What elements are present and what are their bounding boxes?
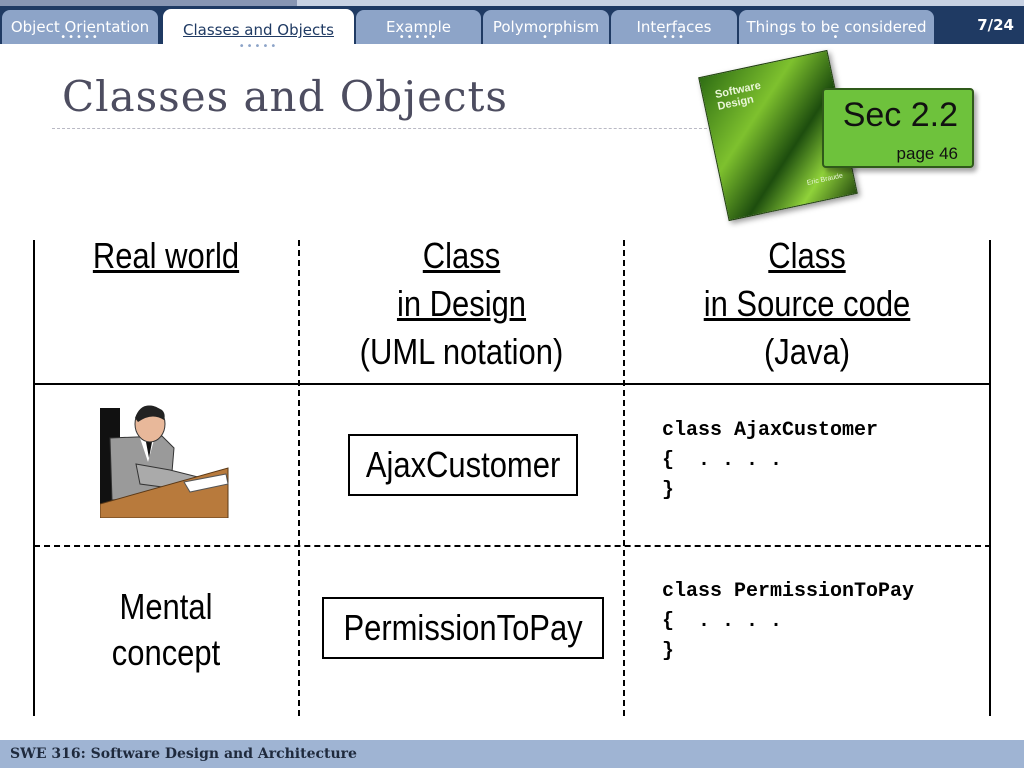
tab-example[interactable]: Example ••••• [356,10,481,44]
mental-line1: Mental [119,586,213,627]
section-reference-banner: Sec 2.2 page 46 [822,88,974,168]
mental-line2: concept [111,632,221,673]
businessman-clipart [100,405,229,518]
page-reference: page 46 [896,144,958,163]
header-source-line1: Class [768,235,846,276]
code-line: } [662,479,675,502]
tab-slide-dots: • [542,32,550,43]
table-border-left [33,240,35,716]
tab-polymorphism[interactable]: Polymorphism • [483,10,609,44]
tab-slide-dots: ••••• [398,32,439,43]
progress-track [0,0,1024,6]
table-border-right [989,240,991,716]
uml-class-name: AjaxCustomer [365,444,561,485]
header-class-in-design: Class in Design (UML notation) [323,232,601,376]
code-line: } [662,640,675,663]
code-line: class AjaxCustomer [662,419,879,442]
table-column-divider [298,240,300,716]
book-author: Eric Braude [806,172,844,187]
uml-class-box-permissiontopay: PermissionToPay [322,597,604,659]
tab-slide-dots: ••• [662,32,686,43]
code-line: { . . . . [662,610,783,633]
tab-label: Example [385,18,452,36]
table-row-divider [34,545,991,547]
tab-slide-dots: ••••• [238,41,279,52]
tab-label: Classes and Objects [183,21,334,39]
java-code-ajaxcustomer: class AjaxCustomer { . . . . } [662,416,878,506]
slide-title: Classes and Objects [62,72,508,121]
uml-class-name: PermissionToPay [343,607,583,648]
tab-interfaces[interactable]: Interfaces ••• [611,10,737,44]
code-line: class PermissionToPay [662,580,915,603]
header-design-line2: in Design [396,283,527,324]
header-source-line2: in Source code [703,283,911,324]
tab-slide-dots: • [832,32,841,43]
tab-label: Polymorphism [492,18,600,36]
header-source-line3: (Java) [763,331,851,372]
java-code-permissiontopay: class PermissionToPay { . . . . } [662,577,914,667]
code-line: { . . . . [662,449,783,472]
header-design-line1: Class [422,235,501,276]
title-divider [52,128,712,129]
table-column-divider [623,240,625,716]
header-design-line3: (UML notation) [359,331,564,372]
section-navbar: Object Orientation ••••• Classes and Obj… [0,6,1024,52]
book-title: Software Design [714,80,764,113]
mental-concept-label: Mental concept [52,584,279,676]
tab-object-orientation[interactable]: Object Orientation ••••• [2,10,158,44]
header-class-in-source: Class in Source code (Java) [650,232,963,376]
tab-label: Things to be considered [746,18,927,36]
uml-class-box-ajaxcustomer: AjaxCustomer [348,434,578,496]
course-title: SWE 316: Software Design and Architectur… [10,746,357,762]
header-real-world-label: Real world [92,235,240,276]
footer-bar: SWE 316: Software Design and Architectur… [0,740,1024,768]
tab-slide-dots: ••••• [60,32,100,43]
tab-classes-and-objects[interactable]: Classes and Objects ••••• [163,9,354,52]
table-header-divider [34,383,991,385]
section-number: Sec 2.2 [842,96,958,134]
tab-label: Object Orientation [10,18,150,36]
page-counter: 7/24 [977,16,1014,34]
progress-fill [0,0,297,6]
tab-things-to-be-considered[interactable]: Things to be considered • [739,10,934,44]
header-real-world: Real world [52,232,279,280]
tab-label: Interfaces [636,18,712,36]
